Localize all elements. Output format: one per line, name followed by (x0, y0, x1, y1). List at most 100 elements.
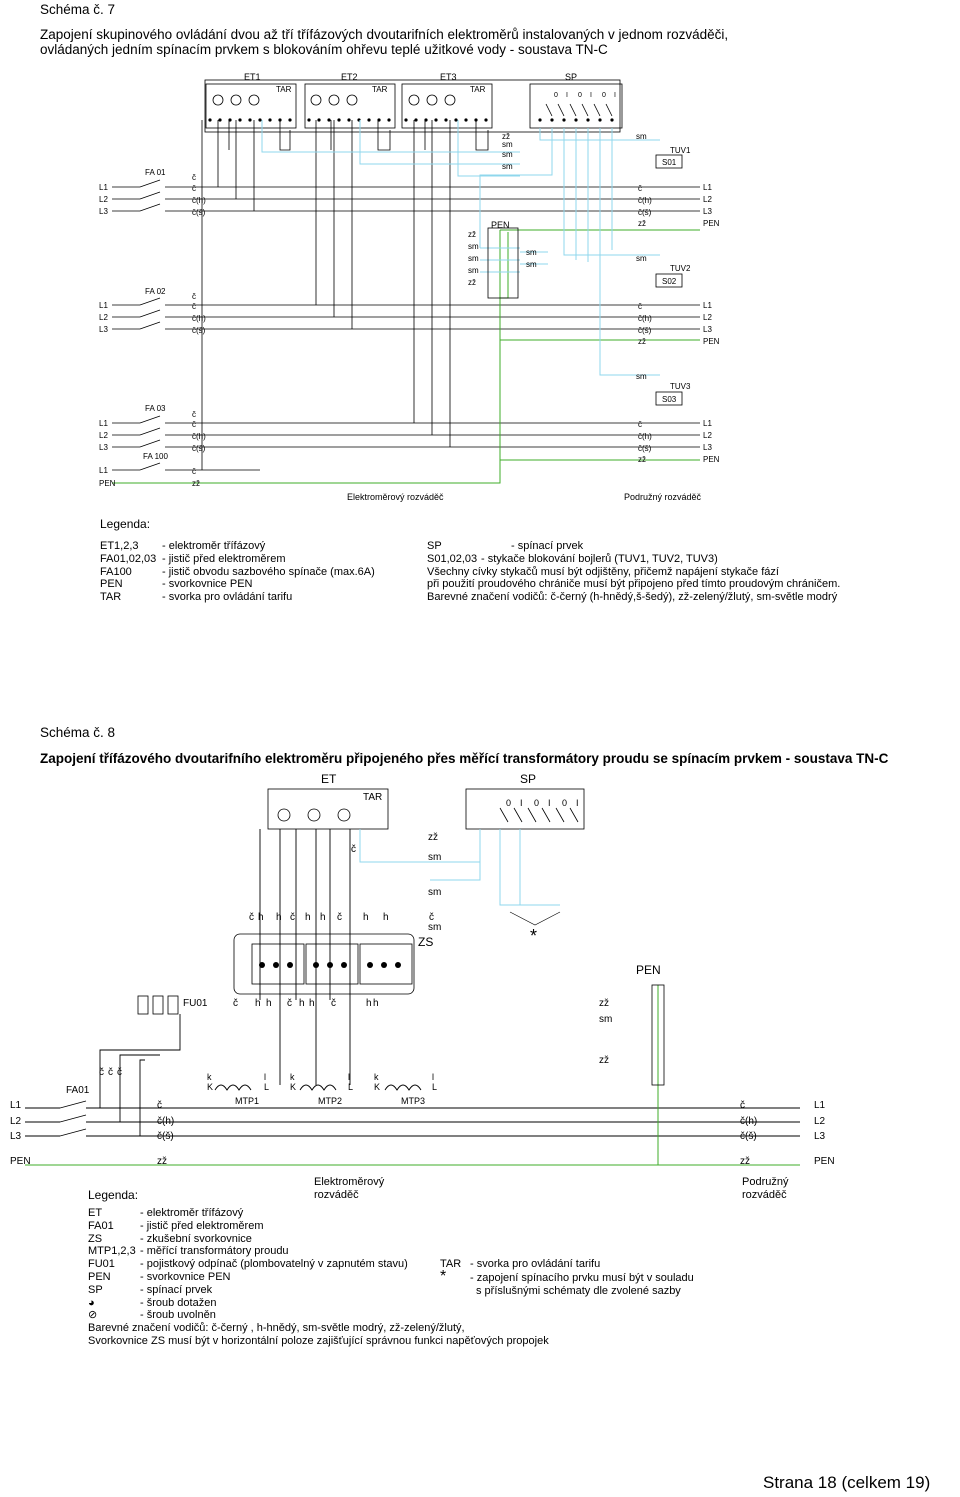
c-b0: č (192, 292, 196, 301)
wire8-zz-3: zž (599, 1055, 609, 1066)
mtp-coils (214, 1084, 422, 1091)
legend8-title: Legenda: (88, 1188, 139, 1202)
pen-8-r: PEN (814, 1156, 835, 1167)
label-mtp3: MTP3 (401, 1096, 425, 1106)
legend7-right: SP- spínací prvek S01,02,03- stykače blo… (427, 540, 840, 604)
ch-c: č(h) (192, 432, 206, 441)
l2-c: L2 (99, 431, 108, 440)
legend7-row: při použití proudového chrániče musí být… (427, 578, 841, 591)
fu-h-4: h (309, 998, 315, 1009)
l3-b: L3 (99, 325, 108, 334)
wire-sm-s02: sm (636, 254, 647, 263)
mtp3-L: L (432, 1082, 437, 1092)
wire8-c-1: č (351, 844, 356, 855)
c-d: č (192, 467, 196, 476)
schema7-title-line2: ovládaných jedním spínacím prvkem s blok… (40, 42, 608, 57)
top-c-1: č (99, 1067, 104, 1078)
pen-terminal-block (487, 227, 519, 299)
ch-c-r: č(h) (638, 432, 652, 441)
cs-8-r: č(š) (740, 1131, 757, 1142)
l3-8-r: L3 (814, 1131, 826, 1142)
mtp1-L: L (264, 1082, 269, 1092)
legend8-row: ZS- zkušební svorkovnice (88, 1232, 252, 1245)
c-c: č (192, 420, 196, 429)
mtp3-l: l (432, 1072, 434, 1082)
pen-terminal-8 (651, 984, 665, 1086)
cs-b: č(š) (192, 326, 206, 335)
l2-8-r: L2 (814, 1116, 826, 1127)
legend8-row: SP- spínací prvek (88, 1283, 213, 1296)
schema8-title: Zapojení třífázového dvoutarifního elekt… (40, 751, 889, 766)
label-et2: ET2 (341, 72, 358, 82)
sp-pos-2: I (566, 92, 568, 99)
legend7-title: Legenda: (100, 517, 151, 531)
wire-zz-mid-1: zž (468, 230, 476, 239)
ch-8-r: č(h) (740, 1116, 757, 1127)
wire-sm-top-1: sm (502, 140, 513, 149)
sp8-pos-3: 0 (534, 798, 539, 808)
label-et3: ET3 (440, 72, 457, 82)
legend8-row: MTP1,2,3- měřící transformátory proudu (88, 1245, 289, 1258)
label-fu01: FU01 (183, 998, 208, 1009)
l3-8: L3 (10, 1131, 22, 1142)
ch-8-l: č(h) (157, 1116, 174, 1127)
l1-c: L1 (99, 419, 108, 428)
label-s02: S02 (662, 277, 677, 286)
legend8-row: FU01- pojistkový odpínač (plombovatelný … (88, 1258, 408, 1271)
label-podruzny-7: Podružný rozváděč (624, 492, 702, 502)
zs-c-2: č (290, 912, 295, 923)
pen-c-r: PEN (703, 455, 720, 464)
ch-a: č(h) (192, 196, 206, 205)
zs-c-1: č (249, 912, 254, 923)
cs-8-l: č(š) (157, 1131, 174, 1142)
fu-h-6: h (373, 998, 379, 1009)
l3-b-r: L3 (703, 325, 712, 334)
legend8-colors: Barevné značení vodičů: č-černý , h-hněd… (88, 1322, 465, 1335)
zs-h-3: h (305, 912, 311, 923)
sp-pos-6: I (614, 92, 616, 99)
label-elektromerovy-7: Elektroměrový rozváděč (347, 492, 444, 502)
legend8-row: ET- elektroměr třífázový (88, 1207, 244, 1219)
wire-sm-mid-3: sm (468, 266, 479, 275)
meter-box-et2 (304, 83, 396, 129)
label-fa01-8: FA01 (66, 1085, 90, 1096)
contactor-s03 (655, 391, 683, 406)
sp8-pos-6: I (576, 798, 579, 808)
label-zs: ZS (418, 935, 433, 949)
sp8-pos-4: I (548, 798, 551, 808)
phase-lines (112, 120, 700, 471)
label-tuv1: TUV1 (670, 146, 691, 155)
l1-8: L1 (10, 1100, 22, 1111)
l2-c-r: L2 (703, 431, 712, 440)
label-tuv2: TUV2 (670, 264, 691, 273)
mtp3-k: k (374, 1072, 379, 1082)
legend8-row: FA01- jistič před elektroměrem (88, 1219, 264, 1232)
elektromerovy8-1: Elektroměrový (314, 1176, 385, 1188)
meter-box-et3 (401, 83, 493, 129)
fu-c-3: č (331, 998, 336, 1009)
label-et1: ET1 (244, 72, 261, 82)
switch-box-sp8 (465, 788, 585, 830)
ch-b: č(h) (192, 314, 206, 323)
page-footer: Strana 18 (celkem 19) (763, 1473, 931, 1492)
label-tar-1: TAR (276, 85, 292, 94)
star-brace (509, 911, 561, 926)
fu01 (137, 995, 179, 1015)
legend7-row: FA01,02,03- jistič před elektroměrem (100, 552, 286, 565)
sp8-pos-2: I (520, 798, 523, 808)
legend8-star: *- zapojení spínacího prvku musí být v s… (440, 1268, 694, 1297)
label-s01: S01 (662, 158, 677, 167)
l1-a: L1 (99, 183, 108, 192)
l3-c-r: L3 (703, 443, 712, 452)
c-8-l: č (157, 1100, 162, 1111)
l3-a-r: L3 (703, 207, 712, 216)
zs-h-4: h (320, 912, 326, 923)
zs-screws (259, 962, 401, 968)
label-sp: SP (565, 72, 577, 82)
sp8-pos-5: 0 (562, 798, 567, 808)
c-c-r: č (638, 420, 642, 429)
mtp2-l: l (348, 1072, 350, 1082)
sp8-pos-1: 0 (506, 798, 511, 808)
sp8-contacts (499, 807, 579, 823)
legend7-row: SP- spínací prvek (427, 540, 584, 552)
